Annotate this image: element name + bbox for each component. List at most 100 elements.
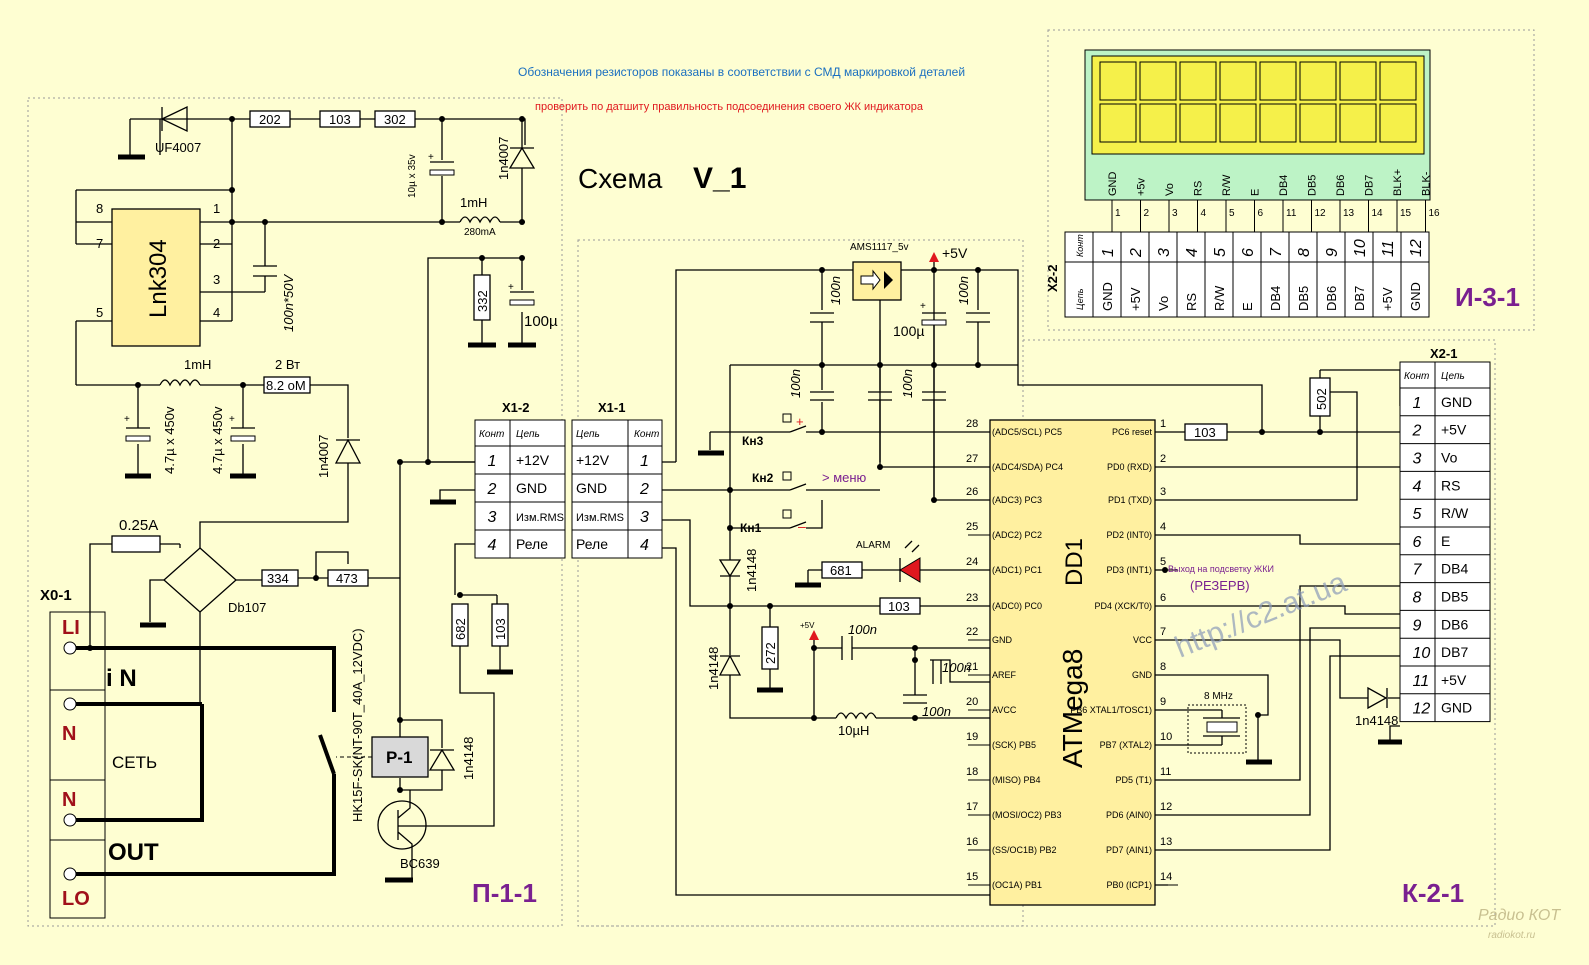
- inductor-1mh-bottom-icon: [159, 379, 201, 387]
- lcd-cell: [1099, 61, 1137, 101]
- mcu-pin-num-18: 18: [966, 766, 978, 778]
- lcd-pin-num-14: 14: [1372, 208, 1384, 219]
- x12-label: X1-2: [502, 400, 529, 415]
- x22-net-4: RS: [1184, 293, 1199, 311]
- screw-li: [63, 641, 77, 655]
- svg-text:+: +: [124, 414, 130, 425]
- resistor-332: [473, 274, 491, 321]
- mcu-pin-num-11: 11: [1160, 766, 1171, 778]
- x21-pin-1: 1: [1413, 395, 1422, 412]
- x12-net-1: +12V: [516, 452, 550, 468]
- lcd-pin-name-13: DB6: [1335, 175, 1347, 196]
- x21-pin-8: 8: [1413, 590, 1422, 607]
- x11-pin-3: 3: [640, 509, 649, 526]
- ic-pin-2: 2: [213, 236, 220, 251]
- diode-1n4148-c-icon: [1367, 686, 1388, 710]
- button-kn2-label: Кн2: [752, 471, 774, 485]
- button-kn1-label: Кн1: [740, 521, 762, 535]
- diode-1n4148-relay-label: 1n4148: [461, 737, 476, 780]
- x11-pin-2: 2: [639, 481, 649, 498]
- mcu-pin-num-15: 15: [966, 871, 978, 883]
- diode-1n4007-bottom-label: 1n4007: [316, 435, 331, 478]
- inductor-10uh-icon: [835, 712, 877, 720]
- terminal-li: LI: [62, 617, 80, 639]
- lcd-cell: [1179, 103, 1217, 143]
- x22-pin-9: 9: [1324, 248, 1341, 257]
- x21-net-4: RS: [1441, 477, 1460, 493]
- terminal-n1: N: [62, 723, 76, 745]
- diode-1n4148-c-label: 1n4148: [1355, 713, 1398, 728]
- trimmer-502-label: 502: [1314, 388, 1329, 410]
- ic-lnk304: [111, 208, 201, 347]
- x11-net-1: +12V: [576, 452, 610, 468]
- x11-pin-4: 4: [640, 537, 649, 554]
- cap-10u-label: 10µ x 35v: [407, 154, 418, 198]
- led-alarm-icon: [899, 557, 921, 583]
- mcu-pin-name-22: GND: [992, 635, 1013, 645]
- x21-net-6: E: [1441, 533, 1450, 549]
- inductor-1mh-bottom-label: 1mH: [184, 357, 211, 372]
- x11-net-4: Реле: [576, 536, 608, 552]
- x22-pin-6: 6: [1240, 248, 1257, 257]
- x21-net-10: DB7: [1441, 644, 1468, 660]
- lcd-pin-num-15: 15: [1400, 208, 1412, 219]
- diode-1n4007-bottom-icon: [334, 438, 362, 464]
- x11-header-2: Конт: [634, 429, 659, 440]
- mcu-pin-name-11: PD5 (T1): [1115, 775, 1152, 785]
- mcu-pin-num-26: 26: [966, 486, 978, 498]
- cap-4-7u-1-label: 4.7µ x 450v: [162, 406, 177, 474]
- diode-1n4148-relay-icon: [428, 748, 456, 771]
- svg-text:+: +: [229, 414, 235, 425]
- resistor-8-2ohm-power: 2 Вт: [275, 357, 300, 372]
- resistor-103-reset: [1184, 423, 1228, 441]
- lcd-cell: [1379, 61, 1417, 101]
- resistor-302-label: 302: [384, 112, 406, 127]
- vcc-small-label: +5V: [800, 621, 815, 630]
- cap-100n-f-label: 100n: [942, 660, 971, 675]
- resistor-302: [374, 110, 416, 128]
- lcd-pin-num-11: 11: [1286, 208, 1297, 219]
- mcu-ref: DD1: [1061, 538, 1088, 586]
- lcd-pin-num-1: 1: [1115, 208, 1121, 219]
- mcu-pin-num-4: 4: [1160, 521, 1166, 533]
- inductor-1mh-top-label: 1mH: [460, 195, 487, 210]
- mcu-pin-num-21: 21: [966, 661, 978, 673]
- resistor-332-label: 332: [475, 290, 490, 312]
- resistor-681: [821, 561, 863, 579]
- mcu-pin-num-2: 2: [1160, 453, 1166, 465]
- transistor-bc639-label: BC639: [400, 856, 440, 871]
- mcu-pin-name-4: PD2 (INT0): [1106, 530, 1152, 540]
- display-block-frame: [1047, 29, 1535, 331]
- mcu-pin-num-3: 3: [1160, 486, 1166, 498]
- mcu-pin-num-25: 25: [966, 521, 978, 533]
- resistor-103-power-label: 103: [493, 618, 508, 640]
- svg-text:+: +: [428, 152, 434, 163]
- diode-1n4007-top-label: 1n4007: [496, 137, 511, 180]
- mcu-pin-name-9: PB6 XTAL1/TOSC1): [1070, 705, 1152, 715]
- mcu-pin-num-1: 1: [1160, 418, 1166, 430]
- crystal-label: 8 MHz: [1204, 691, 1233, 702]
- mcu-pin-name-25: (ADC2) PC2: [992, 530, 1042, 540]
- lcd-pin-num-5: 5: [1229, 208, 1235, 219]
- x21-pin-2: 2: [1412, 423, 1422, 440]
- block-label-power: П-1-1: [472, 878, 537, 908]
- screw-lo: [63, 867, 77, 881]
- x21-net-3: Vo: [1441, 450, 1458, 466]
- resistor-103-top: [319, 110, 361, 128]
- x22-net-8: DB5: [1296, 286, 1311, 311]
- mcu-pin-num-16: 16: [966, 836, 978, 848]
- mcu-pin-name-18: (MISO) PB4: [992, 775, 1041, 785]
- resistor-202: [249, 110, 291, 128]
- x21-net-12: GND: [1441, 700, 1472, 716]
- lcd-pin-num-2: 2: [1144, 208, 1150, 219]
- logo-radiokot-url: radiokot.ru: [1488, 930, 1536, 941]
- lcd-cell: [1379, 103, 1417, 143]
- x22-pin-8: 8: [1296, 248, 1313, 257]
- x21-pin-7: 7: [1413, 562, 1423, 579]
- x12-net-4: Реле: [516, 536, 548, 552]
- x22-pin-12: 12: [1408, 239, 1425, 257]
- cap-100n-d-label: 100n: [900, 369, 915, 398]
- mcu-pin-num-6: 6: [1160, 592, 1166, 604]
- x11-net-2: GND: [576, 480, 607, 496]
